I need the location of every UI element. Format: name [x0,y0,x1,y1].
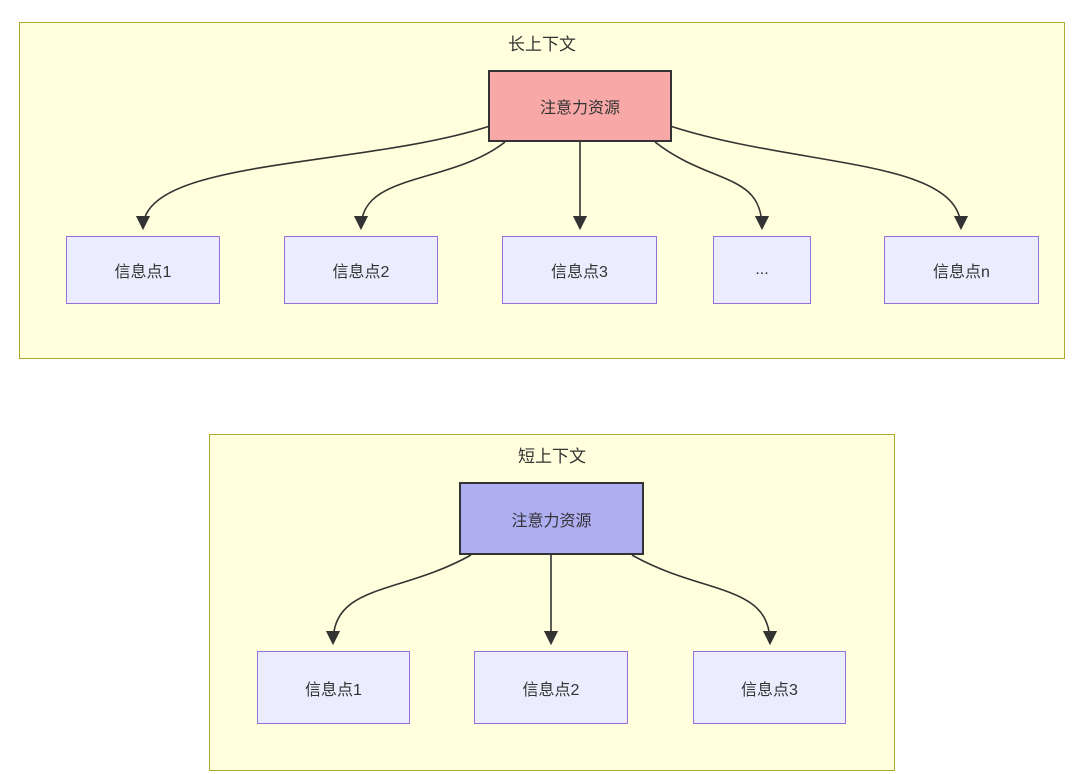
attention-resource-node-long: 注意力资源 [488,70,672,142]
info-point-2-long: 信息点2 [284,236,438,304]
attention-resource-node-short: 注意力资源 [459,482,644,555]
info-point-3-short: 信息点3 [693,651,846,724]
info-point-3-long: 信息点3 [502,236,657,304]
long-context-title: 长上下文 [508,35,576,54]
short-context-title: 短上下文 [518,447,586,466]
info-point-n-long: 信息点n [884,236,1039,304]
info-point-1-long: 信息点1 [66,236,220,304]
info-point-1-short: 信息点1 [257,651,410,724]
info-point-ellipsis-long: ... [713,236,811,304]
info-point-2-short: 信息点2 [474,651,628,724]
